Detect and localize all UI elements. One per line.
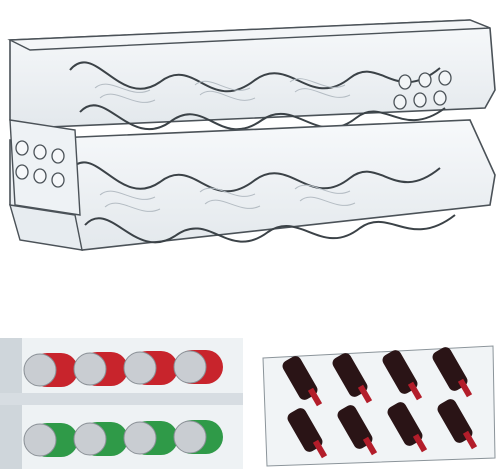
can-icon: [23, 350, 223, 387]
fridge-cans-photo: [0, 338, 243, 469]
rack-upper-tier: [7, 19, 496, 131]
rack-lower-tier: [9, 119, 496, 251]
wine-bottles-photo: [255, 338, 500, 469]
wine-bottle-icon: [282, 347, 478, 459]
stacked-rack-illustration: [7, 19, 496, 251]
